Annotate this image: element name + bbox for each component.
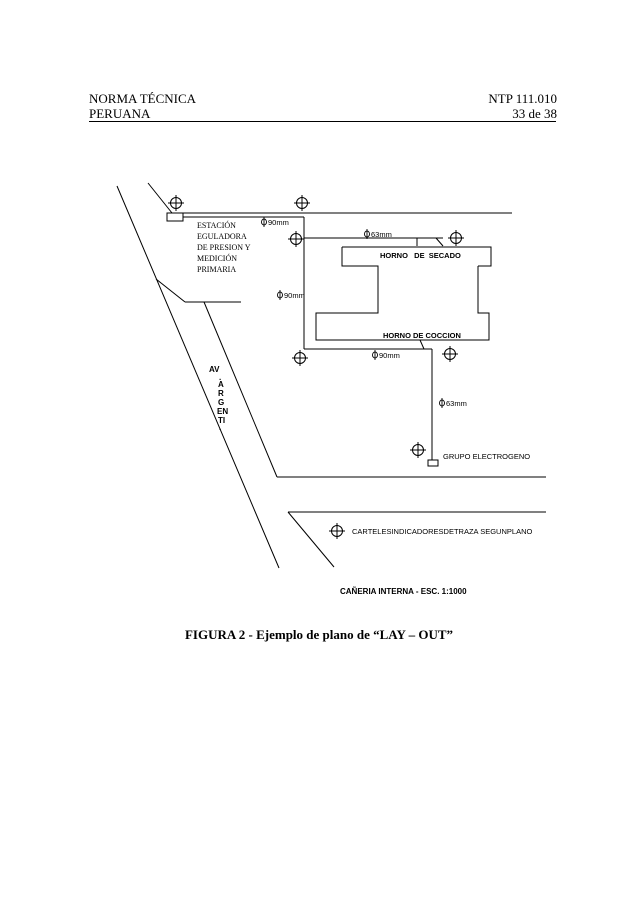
marker-7: [410, 442, 426, 458]
header-norma-line: NORMA TÉCNICA: [89, 91, 197, 106]
street-letter-4: R: [218, 389, 224, 398]
header-rule: [89, 121, 556, 122]
phi-90-top: [261, 217, 267, 227]
horno-secado-label: HORNO DE SECADO: [380, 251, 461, 260]
marker-5: [292, 350, 308, 366]
carteles-label: CARTELESINDICADORESDETRAZA SEGUNPLANO: [352, 527, 532, 536]
horno-coccion-label: HORNO DE COCCION: [383, 331, 461, 340]
phi-63-top: [364, 229, 370, 239]
pipe-90-top-label: 90mm: [268, 218, 289, 227]
diameter-symbols: [261, 217, 445, 408]
header-page-number: 33 de 38: [512, 106, 557, 121]
header-right: NTP 111.010 33 de 38: [488, 91, 557, 121]
street-edge-top: [147, 182, 173, 214]
marker-set: [168, 195, 464, 539]
street-name-label: AV . A R G EN TI .: [209, 365, 230, 432]
pipe-90-bottom-label: 90mm: [379, 351, 400, 360]
phi-90-left: [277, 290, 283, 300]
street-letter-8: .: [219, 423, 221, 432]
horno-secado-top: [342, 246, 492, 267]
phi-63-right: [439, 398, 445, 408]
phi-90-bottom: [372, 350, 378, 360]
street-bottom-edge: [287, 511, 335, 568]
station-label-text: ESTACIÓN EGULADORA DE PRESION Y MEDICIÓN…: [197, 220, 252, 274]
street-letter-2: .: [219, 373, 221, 382]
marker-3: [288, 231, 304, 247]
street-letter-1: AV: [209, 365, 220, 374]
station-label-line-5: PRIMARIA: [197, 265, 236, 274]
grupo-box: [427, 459, 439, 467]
horno-coccion-link: [419, 339, 425, 350]
header-left: NORMA TÉCNICA PERUANA: [89, 91, 196, 121]
street-letter-6: EN: [217, 407, 228, 416]
header-peruana-line: PERUANA: [89, 106, 151, 121]
marker-1: [168, 195, 184, 211]
pipe-secado-angle: [435, 237, 444, 247]
station-label-line-3: DE PRESION Y: [197, 243, 251, 252]
marker-8: [329, 523, 345, 539]
station-label-line-4: MEDICIÓN: [197, 253, 237, 263]
station-label-line-2: EGULADORA: [197, 232, 247, 241]
marker-6: [442, 346, 458, 362]
street-letter-3: A: [218, 380, 224, 389]
plan-title: CAÑERIA INTERNA - ESC. 1:1000: [340, 587, 467, 596]
station-label-line-1: ESTACIÓN: [197, 220, 236, 230]
street-edge-outer: [116, 185, 280, 569]
street-corner-edge: [155, 278, 186, 303]
marker-4: [448, 230, 464, 246]
figure-caption: FIGURA 2 - Ejemplo de plano de “LAY – OU…: [184, 627, 454, 642]
street-inner-edge: [203, 301, 278, 478]
header-ntp-number: NTP 111.010: [488, 91, 557, 106]
marker-2: [294, 195, 310, 211]
pipe-63-top-label: 63mm: [371, 230, 392, 239]
street-letter-5: G: [218, 398, 224, 407]
pipe-90-left-label: 90mm: [284, 291, 305, 300]
pipe-63-right-label: 63mm: [446, 399, 467, 408]
horno-coccion-outline: [315, 247, 490, 341]
grupo-electrogeno-label: GRUPO ELECTROGENO: [443, 452, 530, 461]
meter-box: [166, 212, 184, 222]
street-letter-7: TI: [218, 416, 225, 425]
